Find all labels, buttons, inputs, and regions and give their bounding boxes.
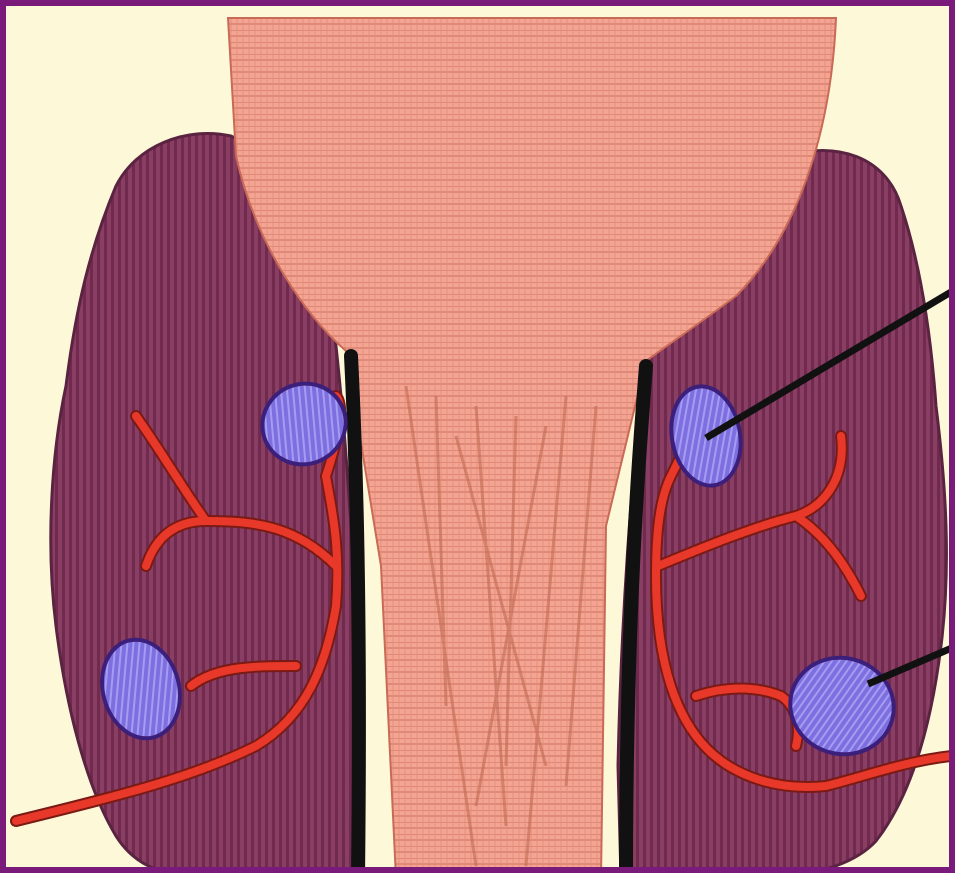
left-dark-band (351, 356, 359, 873)
thyroid-parathyroid-illustration (6, 6, 955, 873)
